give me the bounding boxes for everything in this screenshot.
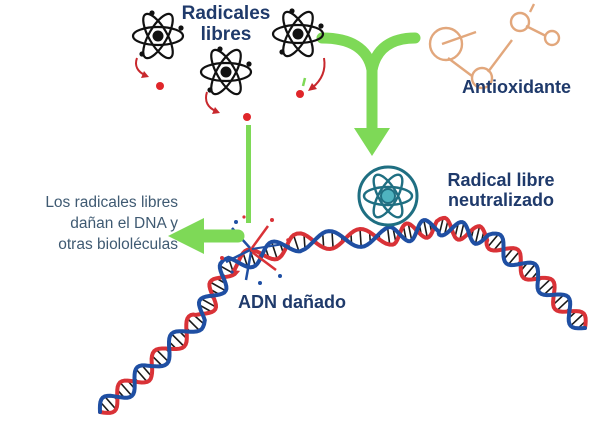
neutralization-arrow (316, 32, 421, 156)
dna-rung (104, 395, 117, 410)
atom-icon (131, 8, 185, 90)
atom-icon (271, 6, 326, 98)
dna-rung (359, 228, 362, 247)
radical-attack-line (246, 125, 251, 223)
neutralized-radical-label: Radical libre neutralizado (436, 170, 566, 211)
atom-circle-icon (357, 165, 419, 227)
dna-helix-icon (97, 215, 588, 415)
damage-description: Los radicales libres dañan el DNA y otra… (8, 193, 178, 256)
neutralized-label-line1: Radical libre (447, 170, 555, 190)
dna-rung (407, 223, 413, 241)
dna-rung (423, 219, 429, 238)
dna-rung (209, 281, 227, 292)
dna-rung (570, 312, 585, 327)
dna-rung (155, 349, 169, 363)
damaged-dna-label: ADN dañado (238, 292, 346, 312)
dna-rung (270, 241, 278, 260)
dna-rung (119, 381, 133, 397)
dna-rung (507, 250, 521, 266)
dna-rung (522, 263, 536, 279)
dna-rung (386, 227, 391, 245)
dna-rung (186, 317, 201, 332)
dna-rung (200, 298, 217, 308)
dna-rung (303, 234, 306, 250)
dna-rung (331, 231, 334, 249)
dna-rung (292, 234, 300, 252)
damage-description-line3: otras biololéculas (58, 235, 178, 253)
neutralized-label-line2: neutralizado (447, 189, 554, 210)
damage-description-line2: dañan el DNA y (70, 214, 178, 232)
dna-rung (135, 368, 148, 383)
antioxidant-label: Antioxidante (462, 77, 572, 97)
dna-rung (537, 278, 552, 292)
molecule-icon (428, 3, 561, 90)
atom-icon (199, 44, 253, 121)
free-radicals-title-line2: libres (200, 23, 252, 45)
dna-rung (321, 233, 325, 248)
dna-rung (170, 333, 185, 348)
dna-rung (486, 233, 500, 248)
free-radicals-title-line1: Radicales (181, 3, 271, 24)
dna-rung (459, 222, 465, 240)
damage-description-line1: Los radicales libres (45, 194, 178, 211)
dna-rung (556, 298, 570, 312)
free-radicals-title: Radicales libres (176, 3, 276, 46)
dna-damage-splatter (220, 215, 290, 285)
dna-rung (474, 226, 481, 244)
damage-arrow (168, 218, 245, 254)
dna-strand-blue (97, 218, 587, 414)
